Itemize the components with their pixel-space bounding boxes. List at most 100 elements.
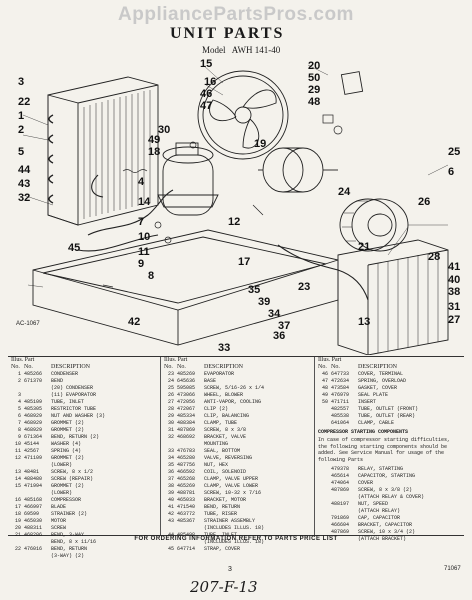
part-number: 485538 — [331, 413, 350, 419]
part-description: BEND, 8 x 11/16 — [51, 539, 97, 545]
part-number: 647733 — [331, 371, 350, 377]
part-number — [24, 553, 51, 560]
part-description: GROMMET (2) — [51, 420, 85, 426]
illus-no: 49 — [321, 392, 328, 398]
part-number: 45144 — [24, 441, 40, 447]
callout-number: 11 — [138, 246, 150, 258]
part-number: 487869 — [331, 529, 350, 535]
callout-number: 39 — [258, 296, 270, 308]
illus-no: 25 — [167, 385, 174, 391]
callout-number: 26 — [418, 196, 430, 208]
starting-components-note: In case of compressor starting difficult… — [318, 437, 451, 463]
part-description: TUBE, INLET — [51, 399, 85, 405]
illus-no: 5 — [17, 406, 21, 412]
illus-no: 21 — [14, 532, 21, 538]
illus-no: 19 — [14, 518, 21, 524]
illus-no: 6 — [17, 413, 21, 419]
callout-number: 12 — [228, 216, 240, 228]
part-number: 485109 — [24, 399, 43, 405]
part-number: 488384 — [177, 420, 196, 426]
callout-number: 16 — [204, 76, 216, 88]
illus-no: 8 — [17, 427, 21, 433]
callout-number: 35 — [248, 284, 260, 296]
part-number: 485266 — [24, 371, 43, 377]
model-line: Model AWH 141-40 — [198, 45, 280, 55]
part-number: 471109 — [24, 455, 43, 461]
part-number: 465614 — [331, 473, 350, 479]
illus-no: 39 — [167, 490, 174, 496]
part-description: (3-WAY) (2) — [51, 553, 85, 559]
callout-number: 8 — [148, 270, 154, 282]
part-description: SCREW, 5/16-26 x 1/4 — [204, 385, 265, 391]
illus-no: 9 — [17, 434, 21, 440]
header-illus-part: Illus. Part — [11, 357, 35, 363]
illus-no: 45 — [167, 546, 174, 552]
table-row: (INCLUDES ILLUS. 18) — [164, 525, 311, 532]
part-number: 485334 — [177, 413, 196, 419]
callout-number: 7 — [138, 216, 144, 228]
evaporator-coil-drawing — [337, 239, 449, 355]
callout-number: 48 — [308, 96, 320, 108]
illus-no: 40 — [167, 497, 174, 503]
part-description: COVER — [358, 480, 374, 486]
part-description: GASKET, COVER — [358, 385, 398, 391]
illus-no: 1 — [17, 371, 21, 377]
part-description: NUT AND WASHER (3) — [51, 413, 106, 419]
part-number: 488197 — [331, 501, 350, 507]
illus-no — [318, 466, 328, 473]
part-number: 471711 — [331, 399, 350, 405]
illus-no — [11, 385, 21, 392]
illus-no: 10 — [14, 441, 21, 447]
table-row: MOUNTING — [164, 441, 311, 448]
part-description: CONDENSER — [51, 371, 79, 377]
callout-number: 23 — [298, 281, 310, 293]
part-number — [24, 462, 51, 469]
part-number: 487756 — [177, 462, 196, 468]
illus-no: 12 — [14, 455, 21, 461]
header-no: No. — [318, 364, 327, 370]
part-description: SCREW, 10-32 x 7/16 — [204, 490, 262, 496]
illus-no — [318, 515, 328, 522]
illus-no: 29 — [167, 413, 174, 419]
part-description: BRACKET, CAPACITOR — [358, 522, 413, 528]
part-number — [331, 508, 358, 515]
header-no: No. — [164, 364, 173, 370]
callout-number: 50 — [308, 72, 320, 84]
illus-no — [318, 473, 328, 480]
part-number: 476783 — [177, 448, 196, 454]
part-description: CAP, CAPACITOR — [358, 515, 401, 521]
illus-no — [318, 522, 328, 529]
table-row: (LOWER) — [11, 490, 156, 497]
callout-number: 5 — [18, 146, 24, 158]
callout-number: 27 — [448, 314, 460, 326]
part-number: 476979 — [331, 392, 350, 398]
header-description: DESCRIPTION — [204, 364, 244, 370]
part-number: 485367 — [177, 518, 196, 524]
part-description: SCREW — [51, 525, 67, 531]
illus-no: 4 — [17, 399, 21, 405]
part-description: (LOWER) — [51, 462, 73, 468]
model-value: AWH 141-40 — [231, 45, 281, 55]
part-number: 485168 — [24, 497, 43, 503]
callout-number: 24 — [338, 186, 351, 198]
part-description: (LOWER) — [51, 490, 73, 496]
part-description: SPRING (4) — [51, 448, 82, 454]
